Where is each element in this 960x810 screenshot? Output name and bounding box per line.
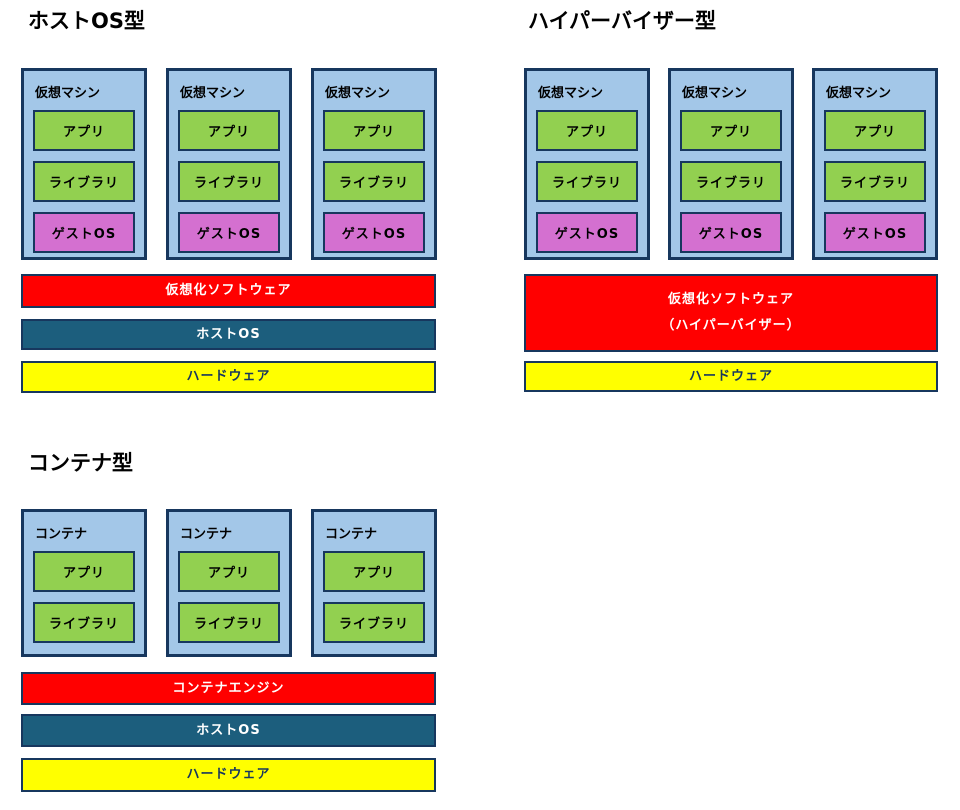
vm-box: 仮想マシン アプリ ライブラリ ゲストOS [166, 68, 292, 260]
bar-line-1: 仮想化ソフトウェア [667, 292, 794, 307]
layer-library: ライブラリ [33, 602, 135, 643]
vm-box-label: 仮想マシン [826, 86, 892, 101]
container-box-label: コンテナ [180, 527, 233, 542]
layer-app: アプリ [33, 110, 135, 151]
vm-row: 仮想マシン アプリ ライブラリ ゲストOS 仮想マシン アプリ ライブラリ ゲス… [524, 68, 938, 260]
layer-library: ライブラリ [323, 602, 425, 643]
layer-app: アプリ [323, 551, 425, 592]
section-title-container: コンテナ型 [28, 451, 133, 475]
layer-app: アプリ [536, 110, 638, 151]
vm-box: 仮想マシン アプリ ライブラリ ゲストOS [668, 68, 794, 260]
layer-app: アプリ [824, 110, 926, 151]
layer-library: ライブラリ [680, 161, 782, 202]
layer-guest-os: ゲストOS [824, 212, 926, 253]
bar-host-os: ホストOS [21, 319, 436, 350]
layer-guest-os: ゲストOS [536, 212, 638, 253]
container-box: コンテナ アプリ ライブラリ [166, 509, 292, 657]
bar-container-engine: コンテナエンジン [21, 672, 436, 705]
bar-hardware: ハードウェア [21, 758, 436, 792]
vm-box: 仮想マシン アプリ ライブラリ ゲストOS [524, 68, 650, 260]
layer-app: アプリ [178, 551, 280, 592]
bar-virtualization-software: 仮想化ソフトウェア [21, 274, 436, 308]
layer-library: ライブラリ [178, 161, 280, 202]
layer-library: ライブラリ [33, 161, 135, 202]
bar-host-os: ホストOS [21, 714, 436, 747]
layer-library: ライブラリ [824, 161, 926, 202]
section-title-host-os: ホストOS型 [28, 9, 145, 33]
layer-library: ライブラリ [178, 602, 280, 643]
layer-library: ライブラリ [323, 161, 425, 202]
layer-guest-os: ゲストOS [680, 212, 782, 253]
vm-row: 仮想マシン アプリ ライブラリ ゲストOS 仮想マシン アプリ ライブラリ ゲス… [21, 68, 437, 260]
layer-guest-os: ゲストOS [323, 212, 425, 253]
vm-box: 仮想マシン アプリ ライブラリ ゲストOS [21, 68, 147, 260]
vm-box-label: 仮想マシン [682, 86, 748, 101]
layer-guest-os: ゲストOS [178, 212, 280, 253]
vm-box: 仮想マシン アプリ ライブラリ ゲストOS [812, 68, 938, 260]
layer-library: ライブラリ [536, 161, 638, 202]
vm-box-label: 仮想マシン [35, 86, 101, 101]
container-box: コンテナ アプリ ライブラリ [311, 509, 437, 657]
container-box-label: コンテナ [325, 527, 378, 542]
layer-app: アプリ [323, 110, 425, 151]
vm-box-label: 仮想マシン [325, 86, 391, 101]
layer-guest-os: ゲストOS [33, 212, 135, 253]
layer-app: アプリ [178, 110, 280, 151]
container-row: コンテナ アプリ ライブラリ コンテナ アプリ ライブラリ コンテナ アプリ ラ… [21, 509, 437, 657]
bar-hardware: ハードウェア [524, 361, 938, 392]
bar-hypervisor: 仮想化ソフトウェア （ハイパーバイザー） [524, 274, 938, 352]
layer-app: アプリ [680, 110, 782, 151]
layer-app: アプリ [33, 551, 135, 592]
bar-line-2: （ハイパーバイザー） [661, 318, 801, 333]
vm-box-label: 仮想マシン [538, 86, 604, 101]
vm-box-label: 仮想マシン [180, 86, 246, 101]
section-title-hypervisor: ハイパーバイザー型 [528, 9, 716, 33]
container-box-label: コンテナ [35, 527, 88, 542]
vm-box: 仮想マシン アプリ ライブラリ ゲストOS [311, 68, 437, 260]
container-box: コンテナ アプリ ライブラリ [21, 509, 147, 657]
bar-hardware: ハードウェア [21, 361, 436, 393]
